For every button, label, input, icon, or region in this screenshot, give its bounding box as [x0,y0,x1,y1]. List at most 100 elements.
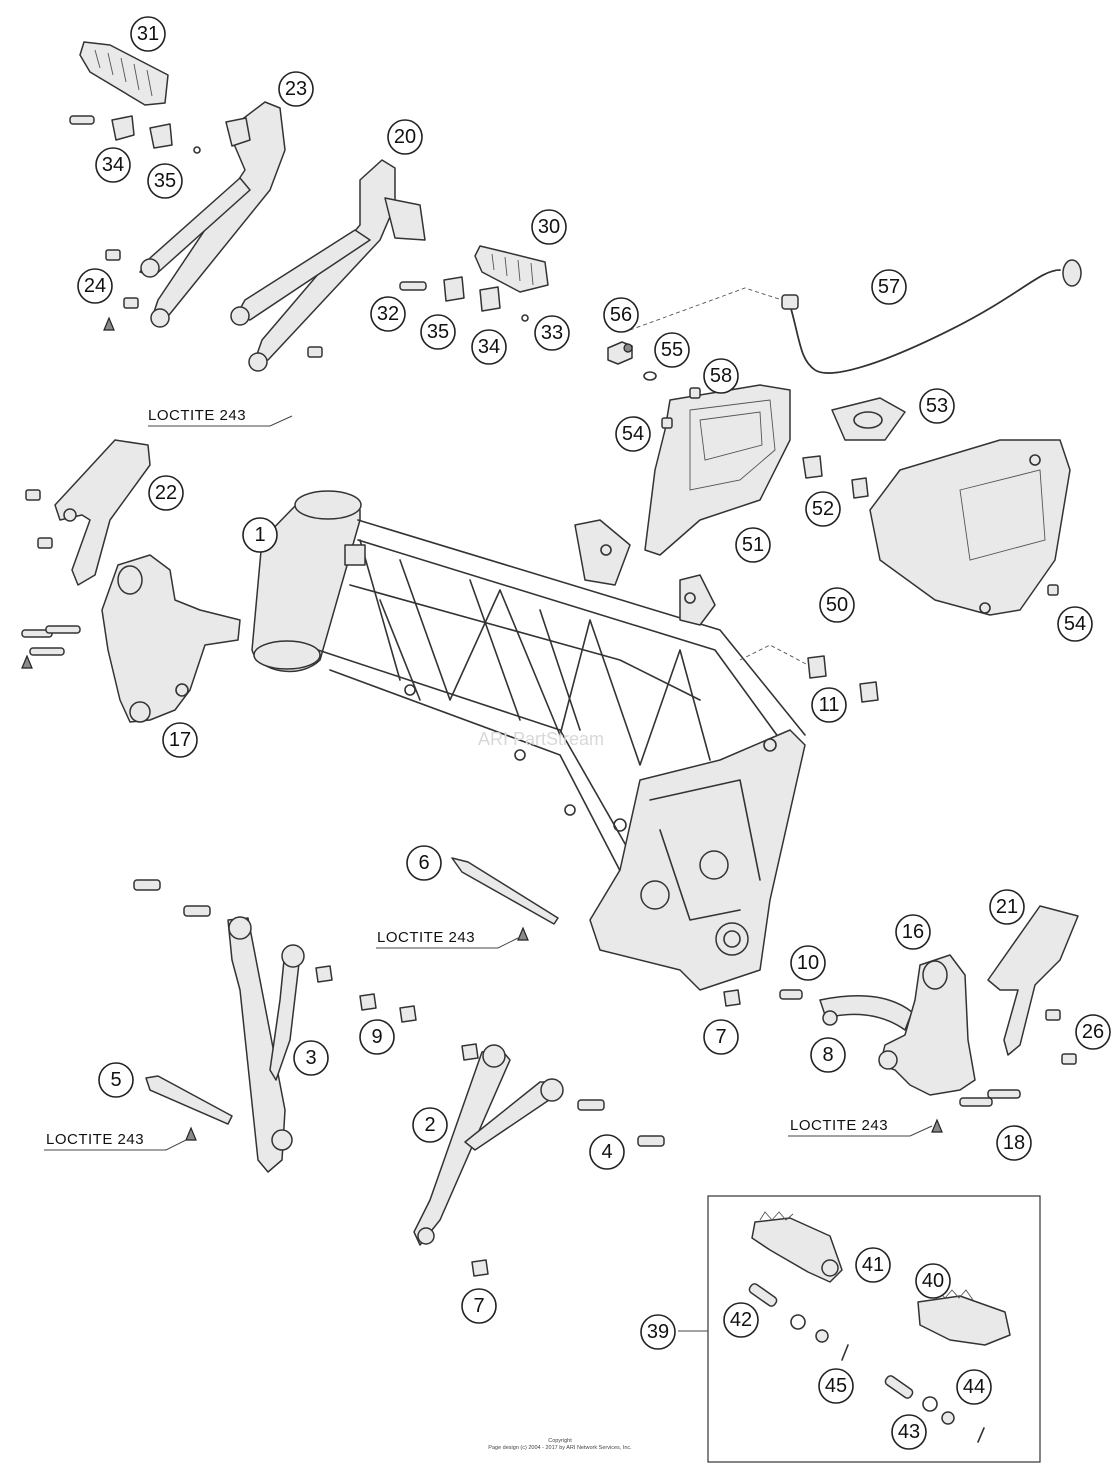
leader-lines [44,415,933,1332]
callout-circle [387,119,423,155]
callout-3: 3 [293,1040,329,1076]
callout-number: 40 [922,1270,944,1292]
callout-number: 43 [898,1421,920,1443]
part-9-nuts [359,993,417,1023]
callout-41: 41 [855,1247,891,1283]
callout-number: 16 [902,921,924,943]
callout-circle [895,914,931,950]
callout-39: 39 [640,1314,676,1350]
part-57-tube [629,259,1082,374]
part-30-footrest [474,245,549,293]
callout-51: 51 [735,527,771,563]
callout-16: 16 [895,914,931,950]
callouts: 31 23 20 34 35 30 24 57 32 56 35 33 34 5… [77,16,1111,1450]
part-39-kit-box [707,1195,1041,1463]
callout-23: 22 [148,475,184,511]
callout-number: 10 [797,952,819,974]
callout-17: 17 [162,722,198,758]
part-2-strut [413,989,741,1277]
callout-circle [420,314,456,350]
copyright-line-1: Copyright [548,1438,572,1444]
callout-circle [531,209,567,245]
loctite-label: LOCTITE 243 [790,1117,888,1134]
callout-11: 11 [811,687,847,723]
callout-number: 9 [371,1026,382,1048]
callout-7b: 7 [461,1288,497,1324]
callout-6: 6 [406,845,442,881]
callout-circle [162,722,198,758]
callout-54: 54 [615,416,651,452]
callout-2: 2 [412,1107,448,1143]
callout-circle [919,388,955,424]
part-21-footrest-bracket [139,101,286,328]
part-50-airbox [869,439,1071,616]
callout-33: 33 [534,315,570,351]
callout-18: 18 [996,1125,1032,1161]
part-20-footrest-bracket [230,159,426,372]
callout-10: 10 [790,945,826,981]
copyright-notice: Copyright Page design (c) 2004 - 2017 by… [470,1438,650,1452]
callout-number: 32 [377,303,399,325]
callout-number: 58 [710,365,732,387]
callout-7: 7 [703,1019,739,1055]
callout-circle [956,1369,992,1405]
callout-53: 53 [919,388,955,424]
callout-44: 44 [956,1369,992,1405]
main-frame: ARI PartStream [251,490,806,991]
callout-number: 5 [110,1069,121,1091]
callout-circle [461,1288,497,1324]
callout-circle [654,332,690,368]
callout-number: 3 [305,1047,316,1069]
clips-52-11 [739,455,879,703]
callout-circle [278,71,314,107]
callout-number: 7 [473,1295,484,1317]
callout-number: 42 [730,1309,752,1331]
callout-number: 45 [825,1375,847,1397]
callout-circle [855,1247,891,1283]
callout-circle [242,517,278,553]
callout-number: 53 [926,395,948,417]
part-22-bracket [987,905,1079,1065]
callout-number: 31 [137,23,159,45]
callout-26: 26 [1075,1014,1111,1050]
callout-24: 24 [77,268,113,304]
callout-number: 6 [418,852,429,874]
callout-9: 9 [359,1019,395,1055]
callout-circle [147,163,183,199]
callout-number: 35 [427,321,449,343]
callout-number: 4 [601,1141,612,1163]
part-31-footrest-rubber [79,41,169,106]
callout-number: 34 [478,336,500,358]
callout-1: 1 [242,517,278,553]
callout-5: 5 [98,1062,134,1098]
callout-number: 44 [963,1376,985,1398]
callout-22: 21 [989,889,1025,925]
callout-circle [1057,606,1093,642]
callout-31: 31 [130,16,166,52]
callout-circle [406,845,442,881]
callout-number: 54 [1064,613,1086,635]
callout-57: 57 [871,269,907,305]
callout-20: 20 [387,119,423,155]
callout-35b: 35 [420,314,456,350]
callout-number: 41 [862,1254,884,1276]
callout-circle [534,315,570,351]
callout-number: 30 [538,216,560,238]
callout-number: 39 [647,1321,669,1343]
callout-circle [989,889,1025,925]
callout-circle [412,1107,448,1143]
callout-54b: 54 [1057,606,1093,642]
callout-number: 1 [254,524,265,546]
callout-30: 30 [531,209,567,245]
loctite-label: LOCTITE 243 [377,929,475,946]
callout-number: 26 [1082,1021,1104,1043]
callout-32: 32 [370,296,406,332]
part-53-seal [831,397,906,441]
loctite-label: LOCTITE 243 [46,1131,144,1148]
callout-circle [359,1019,395,1055]
callout-number: 17 [169,729,191,751]
copyright-line-2: Page design (c) 2004 - 2017 by ARI Netwo… [488,1445,632,1451]
callout-number: 56 [610,304,632,326]
callout-circle [98,1062,134,1098]
